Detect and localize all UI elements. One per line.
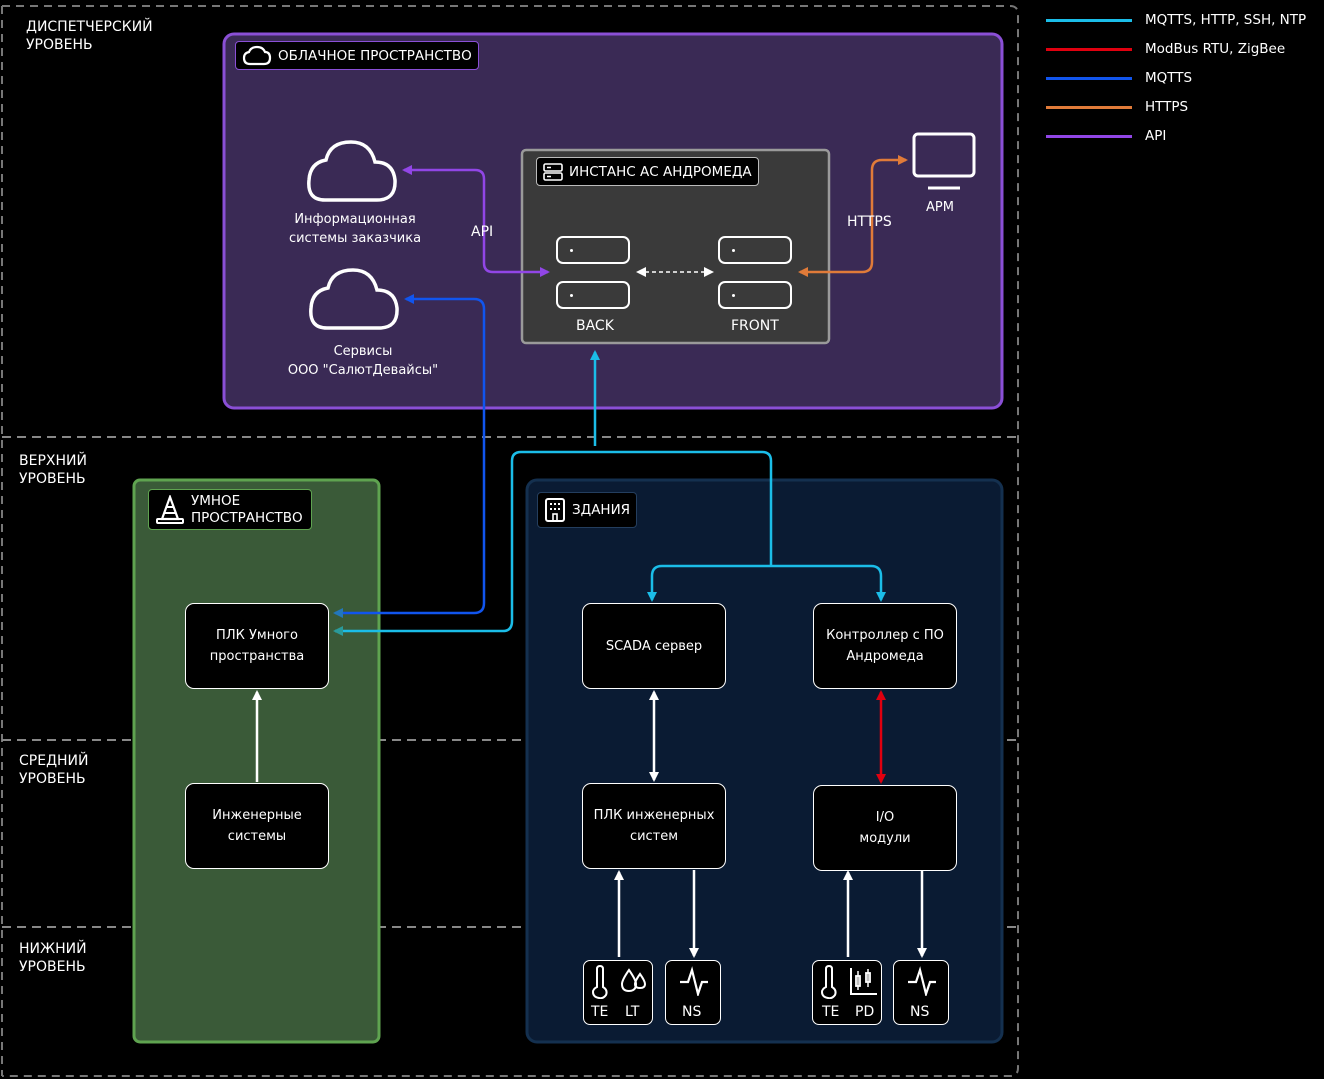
legend-label: ModBus RTU, ZigBee bbox=[1145, 41, 1286, 57]
arm-label: АРМ bbox=[926, 200, 954, 215]
sensor-ns-right: NS bbox=[893, 960, 949, 1025]
legend-swatch bbox=[1046, 105, 1132, 109]
sensor-ns-label: NS bbox=[682, 1004, 702, 1020]
io-modules-node[interactable]: I/O модули bbox=[813, 785, 957, 871]
legend-label: MQTTS, HTTP, SSH, NTP bbox=[1145, 12, 1307, 28]
scada-server-node[interactable]: SCADA сервер bbox=[582, 603, 726, 689]
back-server-icon bbox=[556, 281, 630, 309]
level-upper: ВЕРХНИЙ УРОВЕНЬ bbox=[19, 453, 87, 487]
legend-swatch bbox=[1046, 18, 1132, 22]
server-icon bbox=[543, 162, 563, 181]
legend-label: API bbox=[1145, 128, 1167, 144]
engineering-systems-node[interactable]: Инженерные системы bbox=[185, 783, 329, 869]
legend-item: MQTTS bbox=[1046, 68, 1192, 88]
legend-item: HTTPS bbox=[1046, 97, 1188, 117]
https-label: HTTPS bbox=[847, 214, 892, 230]
legend-item: MQTTS, HTTP, SSH, NTP bbox=[1046, 10, 1306, 30]
sensor-group-left: TE LT bbox=[583, 960, 653, 1025]
cone-icon bbox=[156, 494, 184, 524]
legend-label: HTTPS bbox=[1145, 99, 1189, 115]
thermometer-icon bbox=[591, 965, 608, 999]
front-label: FRONT bbox=[731, 318, 779, 334]
sensor-te-label: TE bbox=[591, 1004, 609, 1020]
sensor-group-right: TE PD bbox=[812, 960, 882, 1025]
legend-swatch bbox=[1046, 76, 1132, 80]
customer-systems-label: Информационная системы заказчика bbox=[288, 212, 422, 246]
andromeda-controller-node[interactable]: Контроллер с ПО Андромеда bbox=[813, 603, 957, 689]
cloud-icon bbox=[309, 268, 399, 330]
buildings-zone-label: ЗДАНИЯ bbox=[537, 492, 638, 528]
engineering-plc-node[interactable]: ПЛК инженерных систем bbox=[582, 783, 726, 869]
pulse-icon bbox=[680, 966, 708, 996]
front-server-icon bbox=[718, 236, 792, 264]
mqtts-connector bbox=[333, 294, 486, 618]
front-server-icon bbox=[718, 281, 792, 309]
smart-zone-label: УМНОЕ ПРОСТРАНСТВО bbox=[148, 489, 312, 530]
sensor-te-label: TE bbox=[822, 1004, 840, 1020]
smart-zone-title: УМНОЕ ПРОСТРАНСТВО bbox=[191, 492, 303, 526]
sensor-lt-label: LT bbox=[625, 1004, 640, 1020]
back-label: BACK bbox=[576, 318, 614, 334]
sensor-ns-left: NS bbox=[665, 960, 721, 1025]
cloud-outline-icon bbox=[242, 45, 272, 65]
thermometer-icon bbox=[820, 965, 837, 999]
cyan-bus bbox=[333, 450, 773, 636]
sensor-pd-label: PD bbox=[855, 1004, 875, 1020]
cloud-zone-label: ОБЛАЧНОЕ ПРОСТРАНСТВО bbox=[235, 41, 479, 70]
sensor-ns-label: NS bbox=[910, 1004, 930, 1020]
cyan-controller-branch bbox=[771, 564, 886, 602]
smart-plc-node[interactable]: ПЛК Умного пространства bbox=[185, 603, 329, 689]
legend-swatch bbox=[1046, 47, 1132, 51]
buildings-zone-title: ЗДАНИЯ bbox=[572, 502, 631, 518]
instance-title: ИНСТАНС АС АНДРОМЕДА bbox=[569, 163, 752, 180]
api-label: API bbox=[471, 224, 494, 240]
legend-label: MQTTS bbox=[1145, 70, 1193, 86]
legend-item: ModBus RTU, ZigBee bbox=[1046, 39, 1285, 59]
level-dispatch: ДИСПЕТЧЕРСКИЙ УРОВЕНЬ bbox=[26, 19, 153, 53]
cyan-scada-branch bbox=[647, 564, 771, 602]
pulse-icon bbox=[908, 966, 936, 996]
building-icon bbox=[545, 498, 565, 522]
drop-icon bbox=[620, 968, 647, 993]
legend-swatch bbox=[1046, 134, 1132, 138]
saluted-services-label: Сервисы ООО "СалютДевайсы" bbox=[287, 344, 439, 378]
legend-item: API bbox=[1046, 126, 1166, 146]
https-connector bbox=[798, 155, 908, 277]
level-middle: СРЕДНИЙ УРОВЕНЬ bbox=[19, 753, 89, 787]
cloud-zone-title: ОБЛАЧНОЕ ПРОСТРАНСТВО bbox=[278, 47, 472, 64]
back-server-icon bbox=[556, 236, 630, 264]
api-connector bbox=[402, 165, 550, 277]
instance-label: ИНСТАНС АС АНДРОМЕДА bbox=[536, 157, 759, 186]
outer-frame bbox=[2, 5, 1019, 1077]
buildings-zone bbox=[525, 478, 1004, 1044]
candlestick-icon bbox=[850, 968, 877, 995]
monitor-icon bbox=[912, 132, 976, 178]
level-lower: НИЖНИЙ УРОВЕНЬ bbox=[19, 941, 87, 975]
cloud-icon bbox=[307, 140, 397, 202]
